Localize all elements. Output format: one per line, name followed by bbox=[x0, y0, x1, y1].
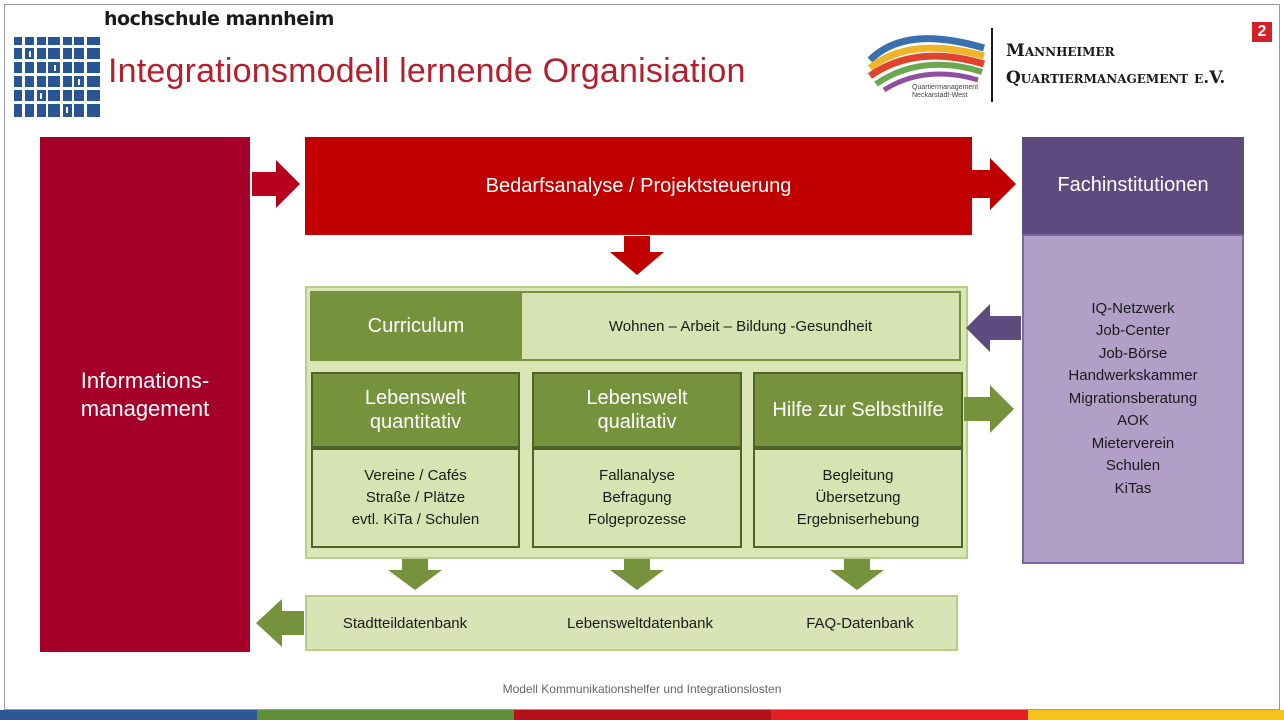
column-title: Lebenswelt qualitativ bbox=[586, 387, 688, 433]
column-item: Befragung bbox=[602, 489, 672, 506]
curriculum-topics: Wohnen – Arbeit – Bildung -Gesundheit bbox=[608, 317, 873, 335]
column-item: Begleitung bbox=[822, 467, 894, 484]
information-management-box: Informations-management bbox=[40, 137, 250, 652]
institution-name: hochschule mannheim bbox=[104, 8, 334, 30]
footer-caption: Modell Kommunikationshelfer und Integrat… bbox=[502, 682, 782, 696]
partner-name-line2: Quartiermanagement e.V. bbox=[1006, 68, 1226, 88]
footer-stripe-red bbox=[771, 710, 1028, 720]
partner-subtitle: Quartiermanagement Neckarstadt-West bbox=[912, 84, 979, 99]
curriculum-label: Curriculum bbox=[367, 314, 465, 337]
institutions-list-box: IQ-Netzwerk Job-Center Job-Börse Handwer… bbox=[1022, 234, 1244, 564]
slide-frame bbox=[4, 4, 1280, 710]
partner-name: Mannheimer Quartiermanagement e.V. bbox=[1006, 38, 1225, 92]
column-title: Lebenswelt quantitativ bbox=[364, 387, 467, 433]
institutions-header: Fachinstitutionen bbox=[1022, 137, 1244, 234]
column-header-quantitative: Lebenswelt quantitativ bbox=[311, 372, 520, 448]
institution-item: KiTas bbox=[1114, 479, 1152, 497]
column-item: Vereine / Cafés bbox=[364, 467, 467, 484]
column-body-quantitative: Vereine / Cafés Straße / Plätze evtl. Ki… bbox=[311, 448, 520, 548]
column-title: Hilfe zur Selbsthilfe bbox=[772, 399, 944, 421]
partner-name-line1: Mannheimer bbox=[1006, 41, 1115, 61]
footer-stripe-darkred bbox=[514, 710, 771, 720]
page-title: Integrationsmodell lernende Organisiatio… bbox=[108, 52, 746, 90]
footer-stripe-yellow bbox=[1028, 710, 1284, 720]
column-items: Begleitung Übersetzung Ergebniserhebung bbox=[797, 465, 920, 531]
quartiermanagement-logo-icon bbox=[867, 35, 986, 93]
needs-analysis-box: Bedarfsanalyse / Projektsteuerung bbox=[305, 137, 972, 235]
column-item: Fallanalyse bbox=[599, 467, 675, 484]
footer-stripe-blue bbox=[0, 710, 257, 720]
database-item-lifeworld: Lebensweltdatenbank bbox=[567, 614, 713, 632]
header-divider bbox=[991, 28, 993, 102]
column-header-self-help: Hilfe zur Selbsthilfe bbox=[753, 372, 963, 448]
curriculum-topics-box: Wohnen – Arbeit – Bildung -Gesundheit bbox=[522, 291, 961, 361]
column-items: Fallanalyse Befragung Folgeprozesse bbox=[588, 465, 686, 531]
institution-item: Handwerkskammer bbox=[1068, 367, 1198, 385]
footer-stripe-green bbox=[257, 710, 514, 720]
page-number-badge: 2 bbox=[1252, 22, 1272, 42]
information-management-label: Informations-management bbox=[80, 367, 210, 421]
needs-analysis-label: Bedarfsanalyse / Projektsteuerung bbox=[485, 174, 792, 197]
column-item: Straße / Plätze bbox=[365, 489, 466, 506]
column-item: evtl. KiTa / Schulen bbox=[351, 511, 480, 528]
institution-item: Job-Center bbox=[1095, 322, 1171, 340]
institution-item: Mieterverein bbox=[1091, 434, 1175, 452]
institution-item: IQ-Netzwerk bbox=[1091, 299, 1175, 317]
database-item-faq: FAQ-Datenbank bbox=[806, 614, 914, 632]
institutions-title: Fachinstitutionen bbox=[1057, 174, 1209, 196]
column-header-qualitative: Lebenswelt qualitativ bbox=[532, 372, 742, 448]
column-body-qualitative: Fallanalyse Befragung Folgeprozesse bbox=[532, 448, 742, 548]
column-item: Ergebniserhebung bbox=[796, 511, 920, 528]
institution-item: Job-Börse bbox=[1098, 344, 1168, 362]
university-logo-icon bbox=[14, 37, 100, 117]
column-body-self-help: Begleitung Übersetzung Ergebniserhebung bbox=[753, 448, 963, 548]
column-item: Folgeprozesse bbox=[587, 511, 687, 528]
column-items: Vereine / Cafés Straße / Plätze evtl. Ki… bbox=[352, 465, 480, 531]
institution-item: AOK bbox=[1117, 412, 1149, 430]
database-item-district: Stadtteildatenbank bbox=[342, 614, 468, 632]
column-item: Übersetzung bbox=[815, 489, 901, 506]
curriculum-label-box: Curriculum bbox=[310, 291, 522, 361]
institution-item: Migrationsberatung bbox=[1068, 389, 1198, 407]
institutions-list: IQ-Netzwerk Job-Center Job-Börse Handwer… bbox=[1024, 298, 1242, 501]
database-bar bbox=[305, 595, 958, 651]
institution-item: Schulen bbox=[1105, 457, 1161, 475]
